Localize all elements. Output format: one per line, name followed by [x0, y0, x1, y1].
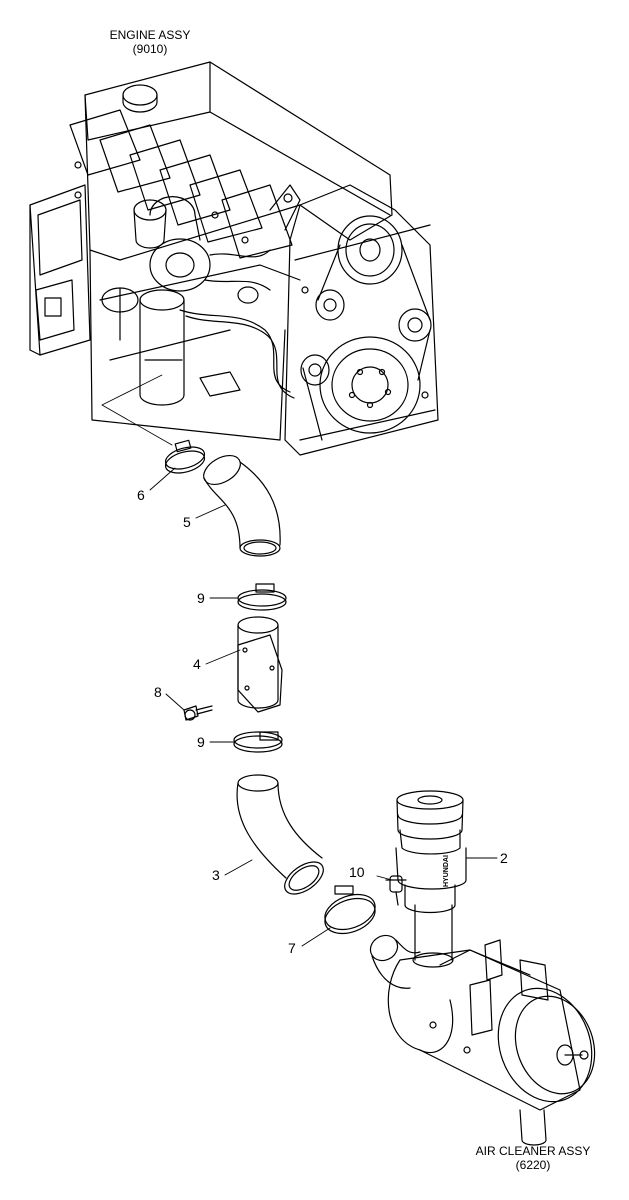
part-8-bolt: [183, 705, 213, 721]
part-7-hose-clamp: [324, 885, 376, 935]
precleaner-branding: HYUNDAI: [443, 855, 450, 887]
part-5-elbow-hose: [203, 454, 281, 557]
engine-assy-code: (9010): [132, 42, 168, 56]
air-cleaner-assembly: [369, 904, 596, 1146]
callout-6: 6: [137, 487, 145, 503]
part-6-hose-clamp: [164, 439, 206, 474]
part-10-restriction-indicator: [385, 875, 407, 906]
part-9-hose-clamp-upper: [237, 583, 287, 611]
part-3-intake-hose: [236, 774, 324, 895]
callout-2: 2: [500, 850, 508, 866]
callout-9-lower: 9: [197, 734, 205, 750]
callout-5: 5: [183, 514, 191, 530]
part-4-pipe-bracket: [237, 616, 283, 713]
callout-4: 4: [193, 656, 201, 672]
engine-assy-title: ENGINE ASSY: [109, 28, 191, 42]
callout-7: 7: [288, 940, 296, 956]
engine-assy-caption: ENGINE ASSY (9010): [95, 28, 205, 56]
air-cleaner-assy-title: AIR CLEANER ASSY: [475, 1144, 591, 1158]
part-2-precleaner: [395, 790, 467, 914]
callout-10: 10: [349, 864, 365, 880]
engine-assembly: [29, 61, 439, 456]
part-9-hose-clamp-lower: [233, 731, 283, 753]
callout-labels: 6 5 9 4 8 9 3 10 2 7: [137, 487, 508, 956]
callout-9-upper: 9: [197, 590, 205, 606]
callout-8: 8: [154, 684, 162, 700]
callout-3: 3: [212, 867, 220, 883]
air-cleaner-assy-code: (6220): [515, 1158, 551, 1172]
air-cleaner-assy-caption: AIR CLEANER ASSY (6220): [458, 1144, 608, 1172]
callout-leaders: [149, 467, 498, 947]
